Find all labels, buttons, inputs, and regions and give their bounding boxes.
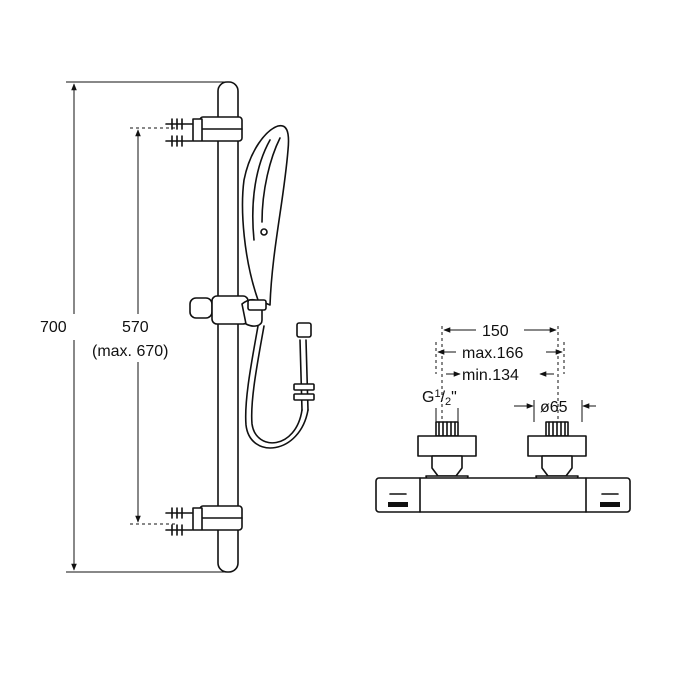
mixer-min-label: min.134 [462,367,519,384]
slide-rail-bar [217,81,239,573]
hand-shower [241,124,290,311]
dimension-total-height [66,81,228,573]
shower-rail-assembly: 700 570 (max. 670) [40,81,315,573]
shower-hose [244,322,315,449]
dimension-diameter [514,400,596,422]
diameter-label: ø65 [540,399,568,416]
total-height-label: 700 [40,319,67,336]
mixer-body [375,477,631,513]
thread-denominator: 2 [445,396,451,408]
dimension-bracket-distance [130,127,178,525]
mixer-width-label: 150 [482,323,509,340]
top-wall-bracket [165,116,243,147]
thread-numerator: 1 [434,388,440,400]
dimension-mixer-width [441,326,559,422]
bottom-screw-anchors [165,507,193,536]
mixer-max-label: max.166 [462,345,523,362]
dimension-mixer-max [435,342,565,374]
bracket-distance-max-label: (max. 670) [92,343,168,360]
inlet-thread-label: G1/2" [422,388,457,408]
thread-quote: " [451,389,457,406]
top-screw-anchors [165,118,193,147]
bottom-wall-bracket [165,505,243,536]
bracket-distance-label: 570 [122,319,149,336]
thread-letter: G [422,389,434,406]
thermostatic-mixer-assembly: 150 max.166 min.134 G1/2" ø65 [375,323,631,513]
